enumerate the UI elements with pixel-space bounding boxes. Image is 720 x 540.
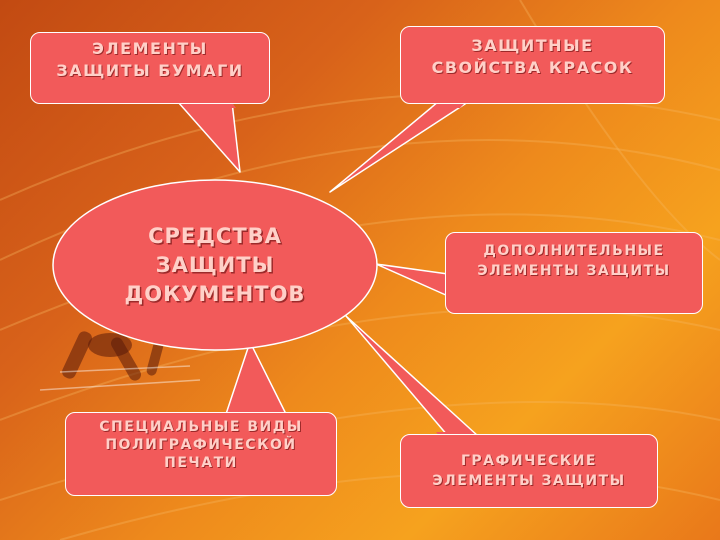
- node-special-printing: СПЕЦИАЛЬНЫЕ ВИДЫ ПОЛИГРАФИЧЕСКОЙ ПЕЧАТИ: [65, 412, 337, 496]
- tail-graphic: [345, 315, 479, 437]
- node-label: ДОПОЛНИТЕЛЬНЫЕ ЭЛЕМЕНТЫ ЗАЩИТЫ: [477, 243, 671, 279]
- tail-inks: [329, 101, 469, 193]
- node-label: ЗАЩИТНЫЕ СВОЙСТВА КРАСОК: [431, 36, 634, 77]
- center-ellipse: [52, 179, 378, 351]
- node-graphic-elements: ГРАФИЧЕСКИЕ ЭЛЕМЕНТЫ ЗАЩИТЫ: [400, 434, 658, 508]
- tail-printing: [225, 341, 287, 415]
- runner-silhouette: [62, 331, 164, 381]
- node-ink-properties: ЗАЩИТНЫЕ СВОЙСТВА КРАСОК: [400, 26, 665, 104]
- tail-paper: [177, 101, 241, 173]
- tail-additional: [375, 263, 449, 297]
- node-label: ЭЛЕМЕНТЫ ЗАЩИТЫ БУМАГИ: [56, 39, 244, 80]
- node-label: ГРАФИЧЕСКИЕ ЭЛЕМЕНТЫ ЗАЩИТЫ: [432, 453, 626, 489]
- node-additional-elements: ДОПОЛНИТЕЛЬНЫЕ ЭЛЕМЕНТЫ ЗАЩИТЫ: [445, 232, 703, 314]
- node-label: СПЕЦИАЛЬНЫЕ ВИДЫ ПОЛИГРАФИЧЕСКОЙ ПЕЧАТИ: [99, 419, 303, 471]
- node-paper-protection: ЭЛЕМЕНТЫ ЗАЩИТЫ БУМАГИ: [30, 32, 270, 104]
- center-label: СРЕДСТВА ЗАЩИТЫ ДОКУМЕНТОВ: [124, 223, 306, 306]
